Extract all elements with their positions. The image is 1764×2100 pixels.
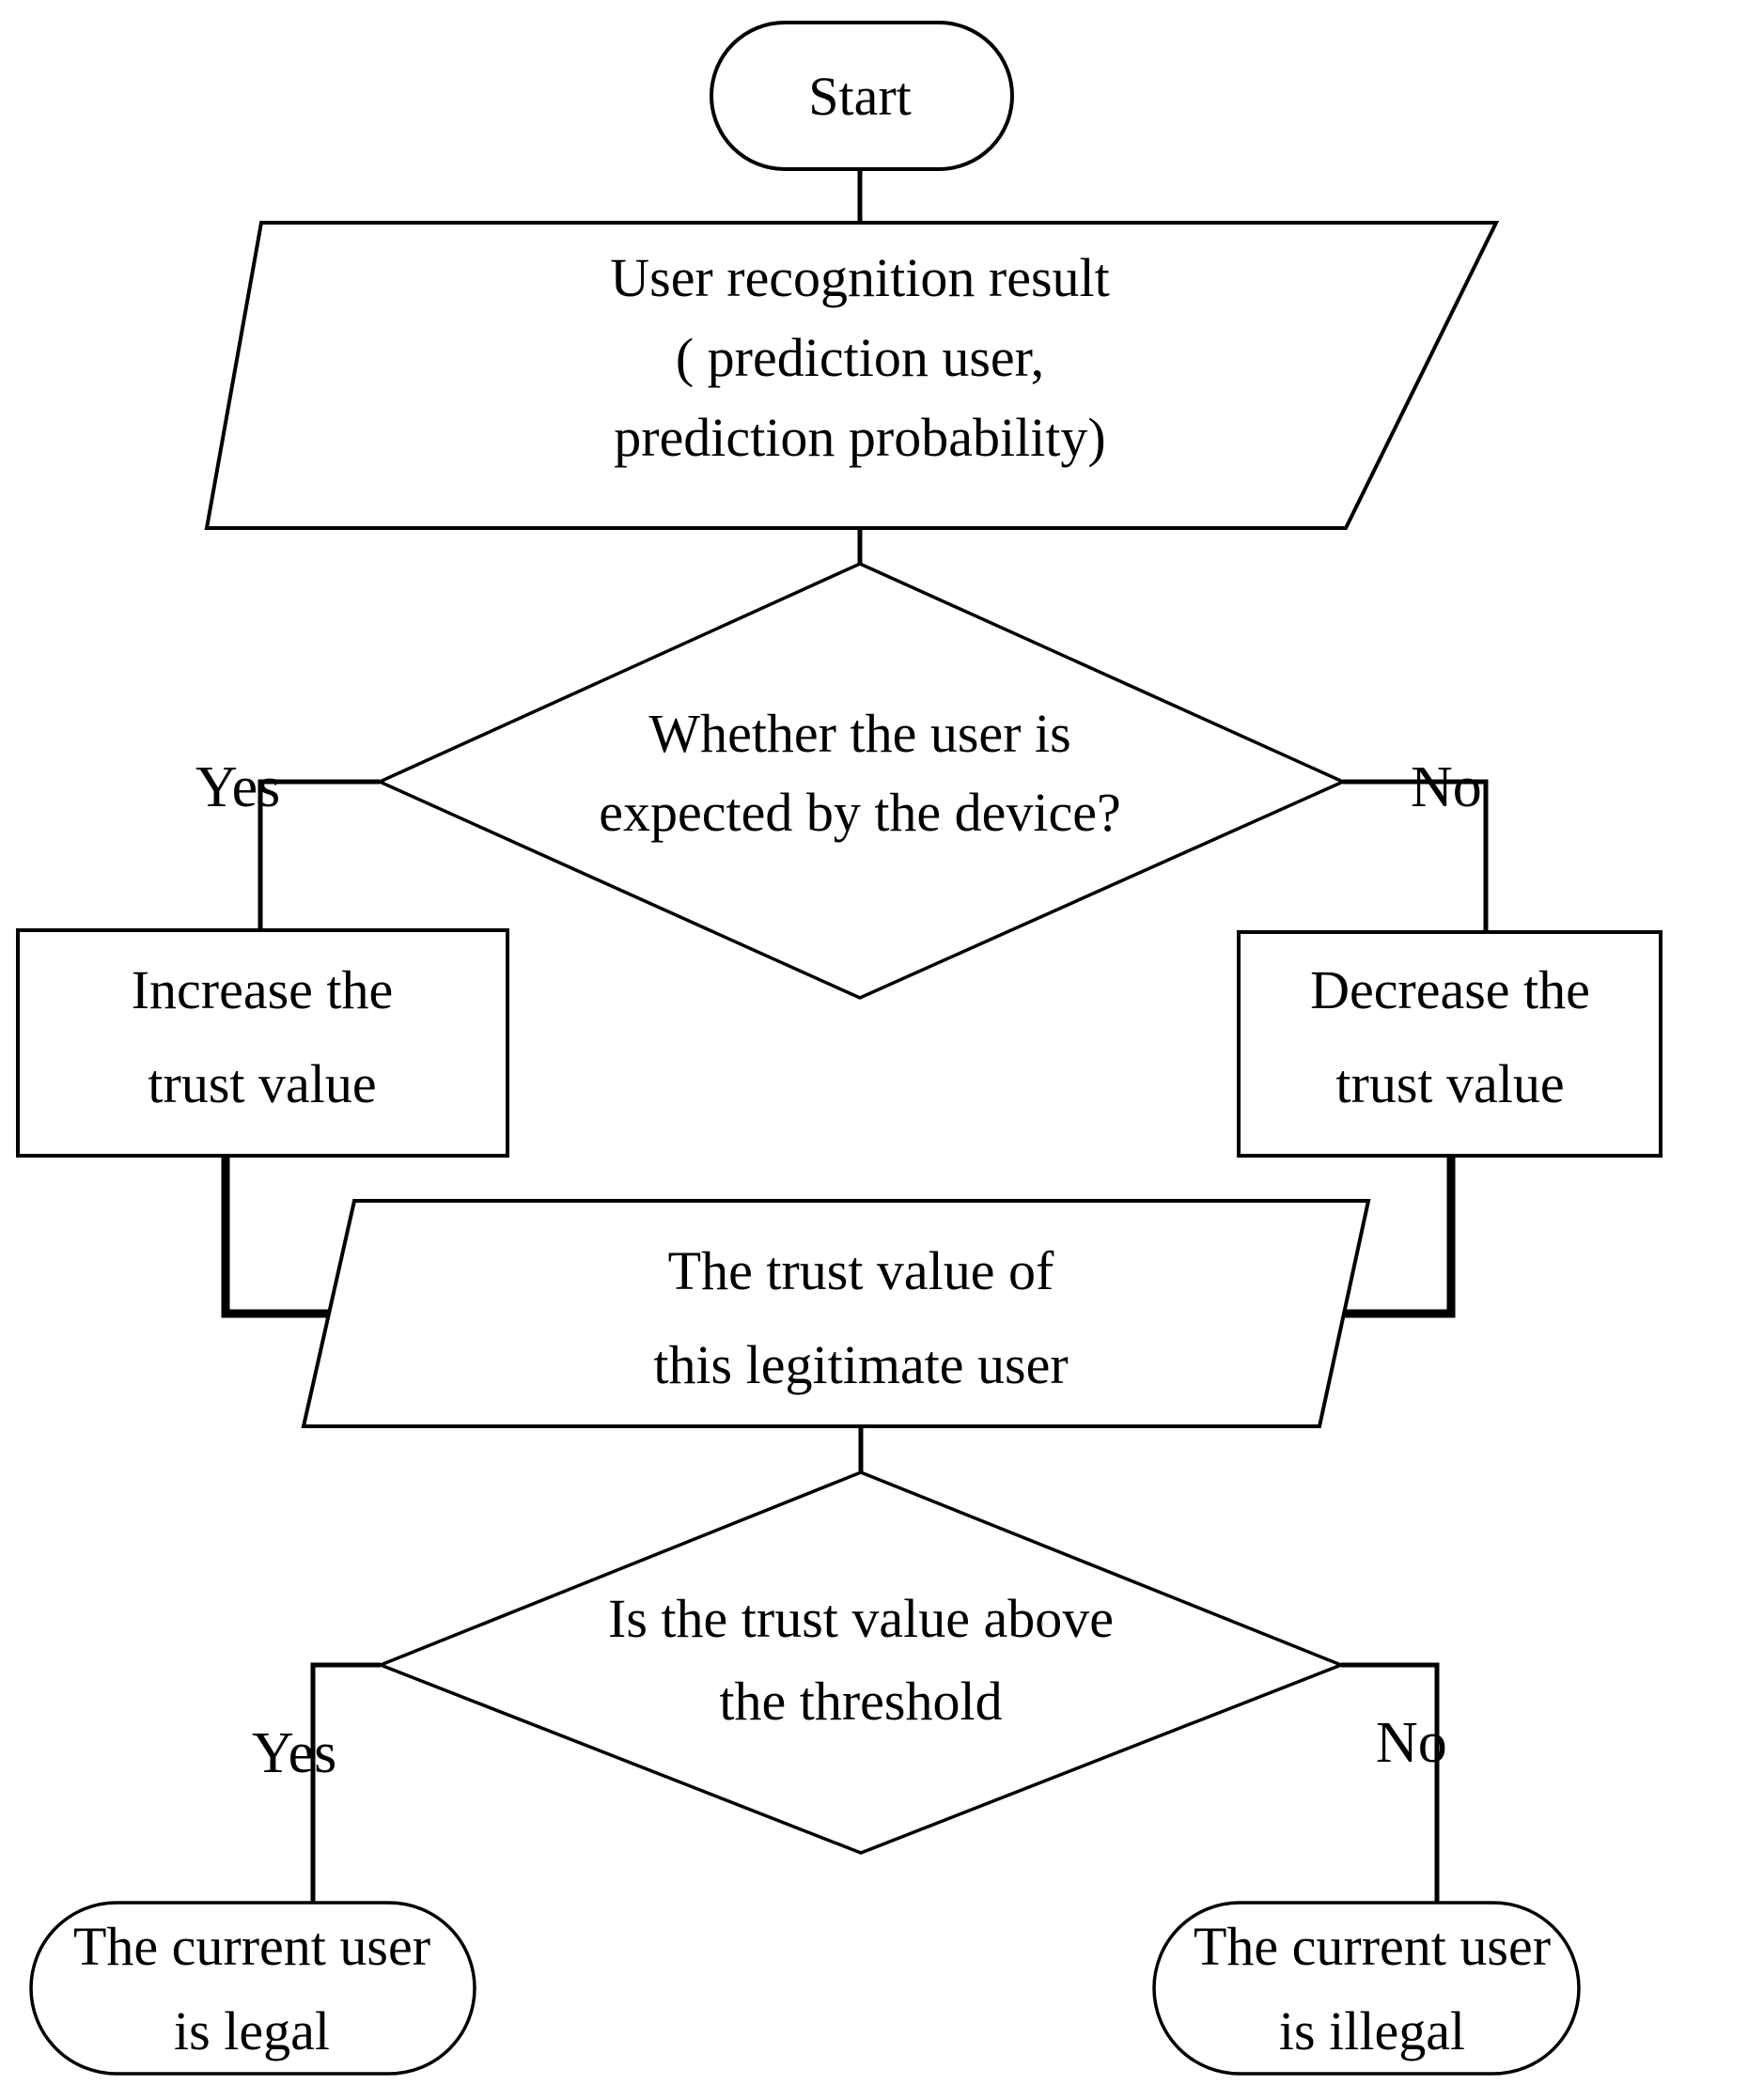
node-increase-trust-line2: trust value xyxy=(148,1053,376,1114)
node-start-label: Start xyxy=(808,66,912,127)
node-decrease-trust-line1: Decrease the xyxy=(1310,959,1590,1020)
node-user-illegal-line1: The current user xyxy=(1194,1916,1551,1977)
node-decision-expected-shape xyxy=(375,562,1348,1000)
node-trust-value-data-shape xyxy=(301,1199,1371,1428)
node-decision-expected-line1: Whether the user is xyxy=(648,703,1070,764)
node-user-legal-shape xyxy=(29,1901,476,2076)
node-trust-value-data-line1: The trust value of xyxy=(668,1240,1054,1301)
node-input-recognition-line1: User recognition result xyxy=(610,247,1110,308)
node-user-legal-line2: is legal xyxy=(174,2000,330,2061)
edge-label-expected-yes: Yes xyxy=(195,755,280,819)
connector-decision-threshold-no xyxy=(1341,1662,1440,1906)
connector-decision-threshold-yes xyxy=(310,1662,381,1906)
node-input-recognition-line3: prediction probability) xyxy=(614,407,1105,468)
node-increase-trust-line1: Increase the xyxy=(132,959,394,1020)
node-input-recognition-line2: ( prediction user, xyxy=(676,327,1044,388)
connector-decision-expected-yes xyxy=(258,779,380,930)
edge-label-threshold-yes: Yes xyxy=(252,1721,336,1785)
edge-label-expected-no: No xyxy=(1411,755,1482,819)
node-decision-threshold-line2: the threshold xyxy=(719,1671,1002,1732)
node-decision-threshold-shape xyxy=(376,1470,1346,1855)
edge-label-threshold-no: No xyxy=(1376,1711,1447,1775)
connector-increase-to-trustvalue xyxy=(221,1156,338,1318)
node-decision-threshold-line1: Is the trust value above xyxy=(608,1588,1114,1649)
node-trust-value-data-line2: this legitimate user xyxy=(653,1334,1068,1395)
node-decrease-trust-line2: trust value xyxy=(1335,1053,1564,1114)
node-user-legal-line1: The current user xyxy=(73,1916,430,1977)
node-input-recognition-shape xyxy=(204,221,1500,530)
node-user-illegal-shape xyxy=(1152,1901,1581,2076)
connector-decrease-to-trustvalue xyxy=(1319,1156,1456,1318)
node-user-illegal-line2: is illegal xyxy=(1279,2000,1465,2061)
node-start-shape xyxy=(710,21,1014,171)
connector-decision-expected-no xyxy=(1343,779,1489,932)
node-decrease-trust-shape xyxy=(1237,930,1663,1158)
node-decision-expected-line2: expected by the device? xyxy=(599,782,1121,843)
node-increase-trust-shape xyxy=(16,928,509,1158)
